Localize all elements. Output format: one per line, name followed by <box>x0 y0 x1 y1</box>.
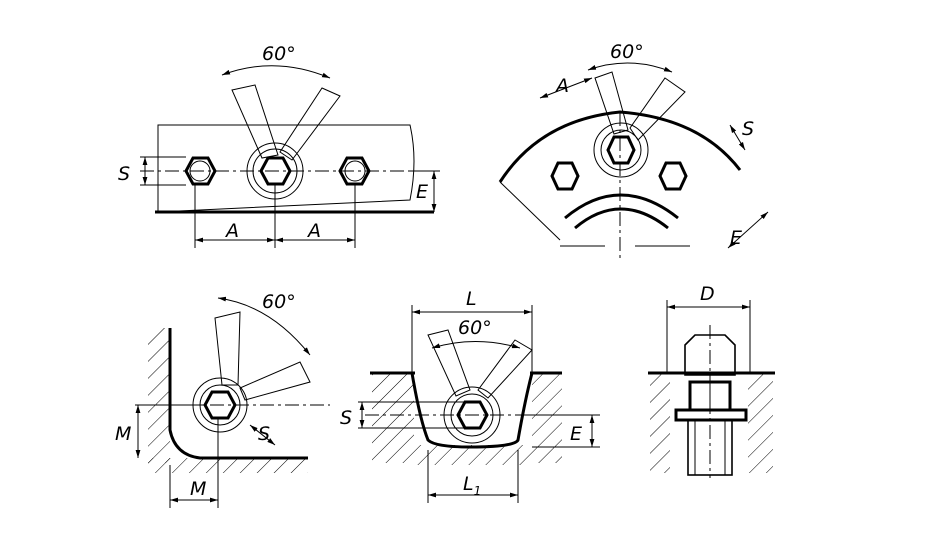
inner-arc-1 <box>564 193 679 220</box>
angle-dimension <box>221 65 331 79</box>
m-label-1: M <box>115 423 131 445</box>
hex-nut-ring-top <box>606 135 636 165</box>
washer <box>674 408 748 422</box>
hex-nut-right <box>338 156 371 186</box>
hex-nut-center <box>259 156 292 186</box>
angle-label: 60° <box>262 43 296 65</box>
wrench-outline-right <box>279 87 341 161</box>
s-label-4: S <box>340 407 352 429</box>
angle-label-3: 60° <box>262 291 296 313</box>
a-label-2: A <box>306 220 321 242</box>
hex-nut-ring-right <box>658 161 688 191</box>
d-label: D <box>700 283 715 305</box>
s-label-3: S <box>258 423 270 445</box>
view-socket-section: D <box>648 283 775 478</box>
e-label-3: E <box>570 423 582 445</box>
view-recess: 60° L L1 S E <box>340 288 600 503</box>
s-label-2: S <box>742 118 754 140</box>
a-label-1: A <box>224 220 239 242</box>
s-label-1: S <box>118 163 130 185</box>
a-label-3: A <box>554 75 569 97</box>
l-label: L <box>466 288 477 310</box>
e-label-2: E <box>730 227 742 249</box>
corner-wall <box>168 328 308 460</box>
e-label-1: E <box>416 181 428 203</box>
hex-nut-left <box>184 156 217 186</box>
view-straight-row: 60° S E A A <box>118 43 440 248</box>
hex-nut-ring-left <box>550 161 580 191</box>
socket-head <box>684 334 736 376</box>
l1-label: L1 <box>463 473 481 498</box>
angle-label-4: 60° <box>458 317 492 339</box>
view-corner: 60° M M S <box>115 291 330 508</box>
view-circular-row: 60° A S E <box>498 41 769 260</box>
angle-label-2: 60° <box>610 41 644 63</box>
wrench-outline-left <box>231 84 279 159</box>
m-label-2: M <box>190 478 206 500</box>
inner-arc-2 <box>574 207 669 230</box>
